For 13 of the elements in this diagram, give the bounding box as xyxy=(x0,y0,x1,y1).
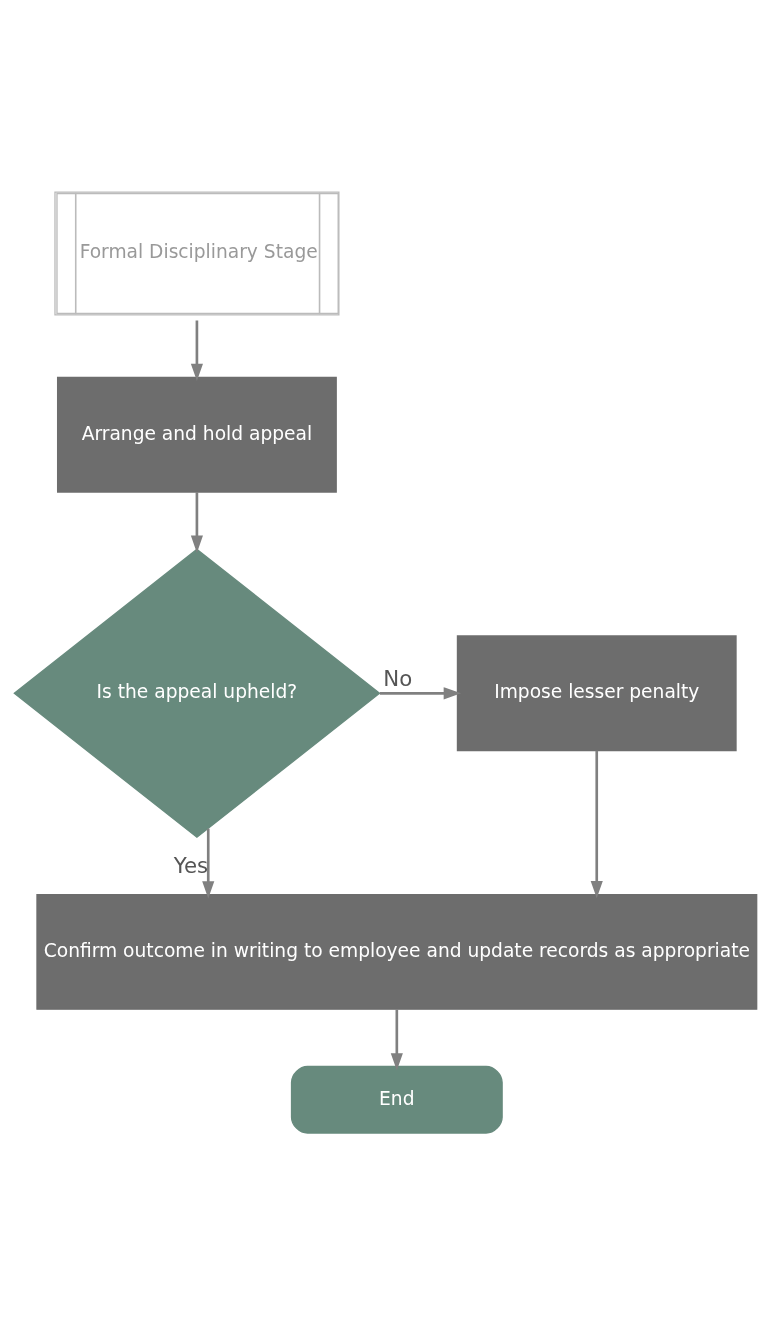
arrow xyxy=(390,1009,403,1071)
arrow xyxy=(190,320,203,382)
node-box: Arrange and hold appeal xyxy=(56,376,337,493)
edge-label: Yes xyxy=(173,852,208,878)
arrow xyxy=(190,492,203,553)
arrow xyxy=(590,750,603,899)
node-box: Impose lesser penalty xyxy=(456,635,737,752)
node-diamond: Is the appeal upheld? xyxy=(12,548,381,839)
node-box: End xyxy=(290,1065,503,1134)
node-box: Confirm outcome in writing to employee and update records as appropriate xyxy=(35,893,757,1010)
arrow xyxy=(201,828,214,899)
arrow xyxy=(379,687,461,700)
edge-label: No xyxy=(382,666,412,692)
